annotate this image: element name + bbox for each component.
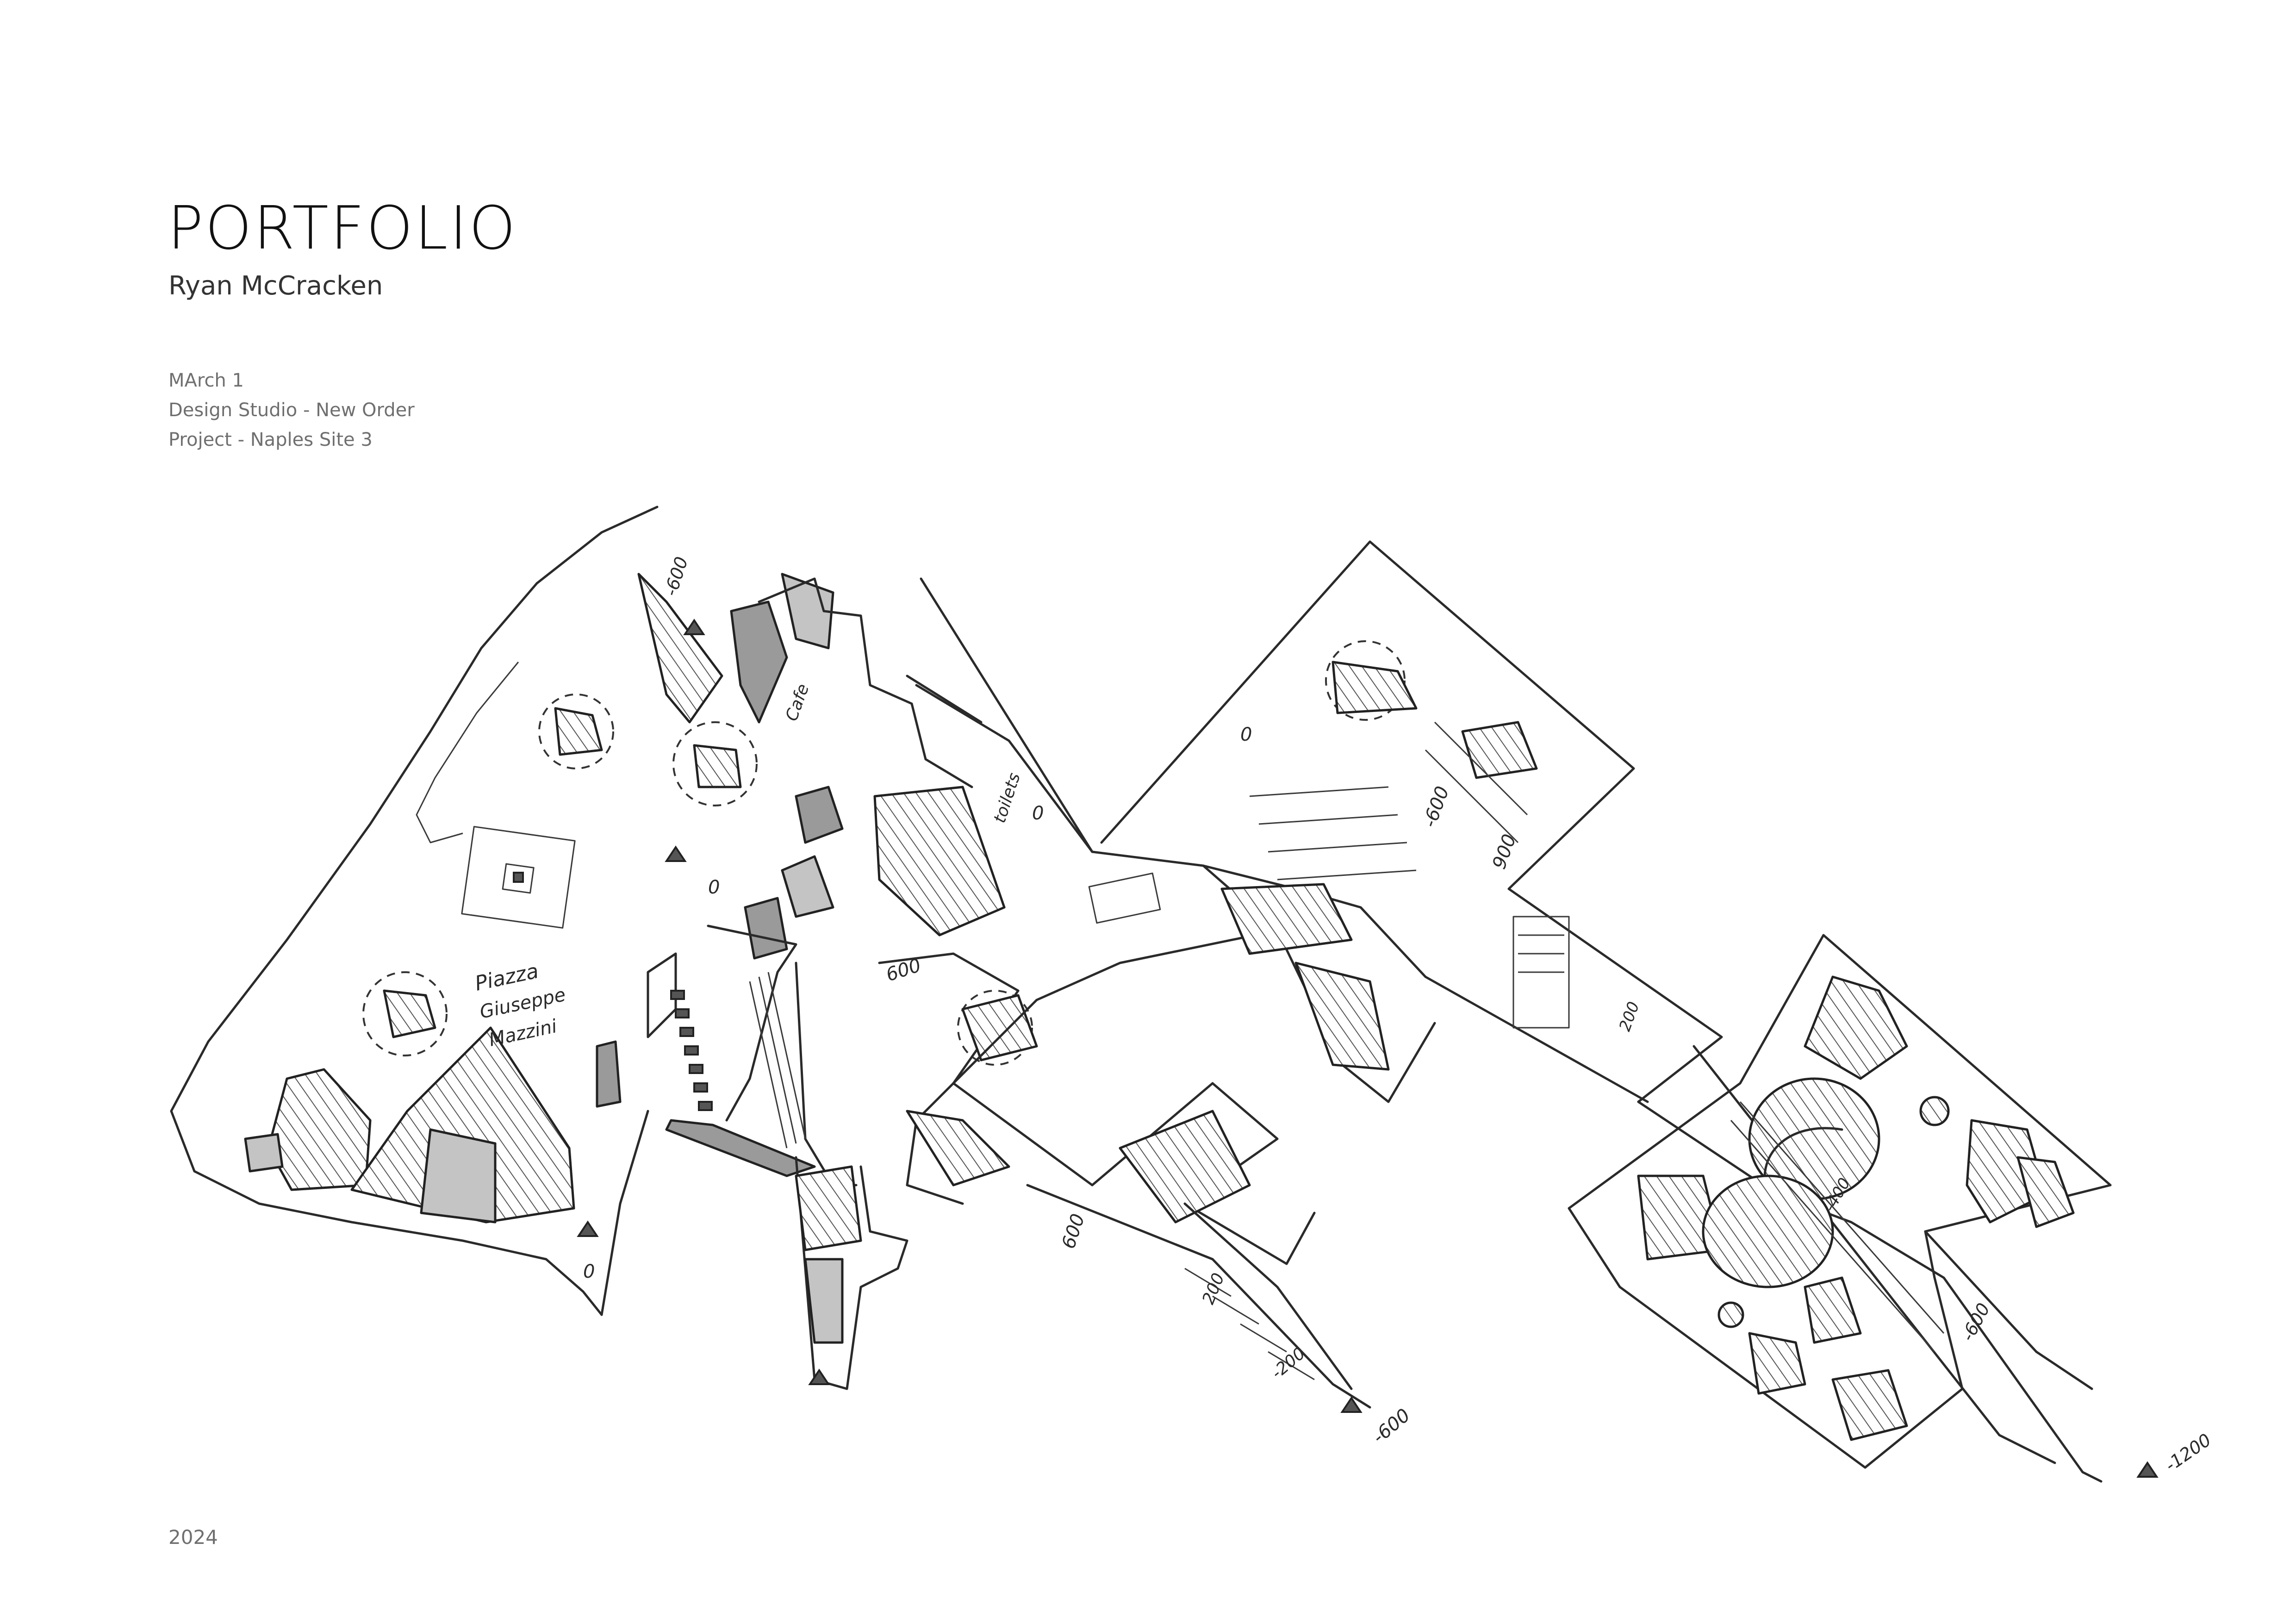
upper-right-block: -600 900 200 0 <box>1100 540 1723 1103</box>
middle-wedge: 600 <box>920 577 1316 1265</box>
level-0-central: 0 <box>708 877 720 898</box>
year-label: 2024 <box>168 1526 218 1549</box>
level-markers <box>577 618 2159 1478</box>
project-label: Project - Naples Site 3 <box>168 429 373 450</box>
level-600-central: 600 <box>884 955 924 986</box>
piazza-outline <box>170 506 659 1316</box>
author-name: Ryan McCracken <box>168 271 383 301</box>
right-garden-block: -400 -600 -1200 <box>1568 934 2215 1483</box>
level-0-lower: 0 <box>583 1261 595 1282</box>
piazza-name-line1: Piazza <box>473 959 541 996</box>
level-200-lower: 200 <box>1199 1270 1228 1307</box>
level-minus-200: -200 <box>1268 1344 1309 1383</box>
level-minus-600-upper: -600 <box>1419 783 1453 830</box>
studio-label: Design Studio - New Order <box>168 400 415 421</box>
level-600-lower: 600 <box>1058 1211 1089 1251</box>
level-minus-600-right: -600 <box>1957 1299 1994 1344</box>
lower-left-buildings <box>244 1026 575 1224</box>
programme-label: MArch 1 <box>168 370 244 391</box>
level-minus-1200: -1200 <box>2161 1430 2215 1475</box>
monument <box>461 826 576 929</box>
page-title: PORTFOLIO <box>168 194 517 263</box>
tree-planters <box>362 693 758 1056</box>
cafe-label: Cafe <box>782 681 813 724</box>
central-cluster <box>596 573 1094 1390</box>
stair-marks <box>670 990 713 1111</box>
level-200-upper: 200 <box>1616 999 1643 1034</box>
toilets-label: toilets <box>990 770 1024 825</box>
level-0-upper: 0 <box>1240 724 1252 745</box>
piazza-name-line3: Mazzini <box>487 1016 559 1051</box>
level-0-right: 0 <box>1032 803 1044 824</box>
level-minus-600-bottom: -600 <box>1369 1405 1414 1448</box>
level-900: 900 <box>1488 831 1520 872</box>
project-details: MArch 1 Design Studio - New Order Projec… <box>168 366 415 455</box>
level-minus-600-top: -600 <box>660 554 692 599</box>
